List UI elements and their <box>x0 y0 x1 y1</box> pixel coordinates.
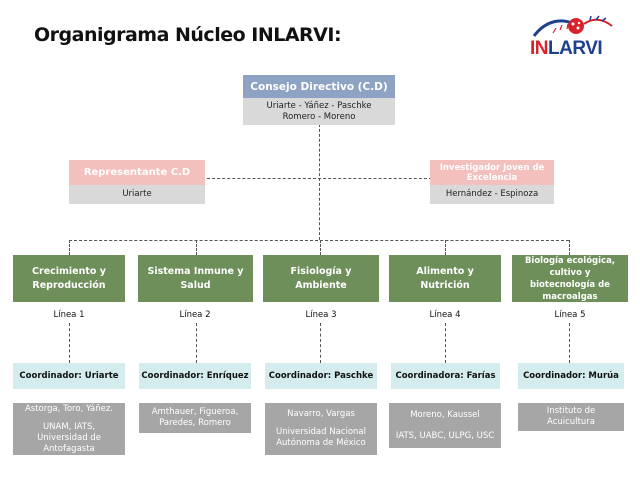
connector-line-5 <box>569 323 570 363</box>
line-2-members: Amthauer, Figueroa, Paredes, Romero <box>151 407 239 428</box>
consejo-directivo-members: Uriarte - Yáñez - Paschke Romero - Moren… <box>243 98 395 125</box>
line-5-coordinator: Coordinador: Murúa <box>518 363 624 389</box>
connector-col-3 <box>320 240 321 255</box>
consejo-directivo-header: Consejo Directivo (C.D) <box>243 75 395 98</box>
investigador-member: Hernández - Espinoza <box>430 185 554 204</box>
line-1-name: Crecimiento y Reproducción <box>13 255 125 302</box>
representante-header: Representante C.D <box>69 160 205 185</box>
connector-middle <box>202 178 432 179</box>
logo-text: INLARVI <box>530 38 603 59</box>
line-1-members: Astorga, Toro, Yáñez. <box>24 403 113 414</box>
line-4-members: Moreno, Kaussel <box>410 409 480 420</box>
line-2-team: Amthauer, Figueroa, Paredes, Romero <box>139 403 251 433</box>
larvae-logo-icon <box>532 15 613 37</box>
line-1-institutions: UNAM, IATS, Universidad de Antofagasta <box>37 421 101 454</box>
connector-col-2 <box>196 240 197 255</box>
consejo-members-row-1: Uriarte - Yáñez - Paschke <box>266 100 372 111</box>
line-3-name: Fisiología y Ambiente <box>263 255 379 302</box>
page-title: Organigrama Núcleo INLARVI: <box>34 24 342 46</box>
line-3-team: Navarro, Vargas Universidad Nacional Aut… <box>265 403 377 455</box>
connector-line-1 <box>69 323 70 363</box>
connector-line-3 <box>320 323 321 363</box>
line-2-coordinator: Coordinador: Enríquez <box>139 363 251 389</box>
line-3-coordinator: Coordinador: Paschke <box>265 363 377 389</box>
line-1-team: Astorga, Toro, Yáñez. UNAM, IATS, Univer… <box>13 403 125 455</box>
line-3-label: Línea 3 <box>305 310 337 320</box>
line-1-label: Línea 1 <box>53 310 85 320</box>
line-2-label: Línea 2 <box>179 310 211 320</box>
connector-line-2 <box>196 323 197 363</box>
inlarvi-logo: INLARVI <box>526 14 622 60</box>
connector-col-4 <box>445 240 446 255</box>
line-5-team: Instituto de Acuicultura <box>518 403 624 431</box>
line-3-members: Navarro, Vargas <box>287 409 355 419</box>
line-4-label: Línea 4 <box>429 310 461 320</box>
line-4-name: Alimento y Nutrición <box>389 255 501 302</box>
connector-trunk <box>319 124 320 240</box>
connector-col-5 <box>569 240 570 255</box>
connector-branch <box>69 240 569 241</box>
line-4-coordinator: Coordinadora: Farías <box>391 363 500 389</box>
line-1-coordinator: Coordinador: Uriarte <box>13 363 125 389</box>
line-4-institutions: IATS, UABC, ULPG, USC <box>395 430 495 441</box>
investigador-header: Investigador Joven de Excelencia <box>430 160 554 185</box>
connector-col-1 <box>69 240 70 255</box>
line-5-institutions: Instituto de Acuicultura <box>546 406 596 427</box>
line-5-label: Línea 5 <box>554 310 586 320</box>
line-4-team: Moreno, Kaussel IATS, UABC, ULPG, USC <box>389 403 501 448</box>
connector-line-4 <box>445 323 446 363</box>
line-2-name: Sistema Inmune y Salud <box>138 255 253 302</box>
representante-member: Uriarte <box>69 185 205 204</box>
consejo-members-row-2: Romero - Moreno <box>282 111 356 122</box>
line-5-name: Biología ecológica, cultivo y biotecnolo… <box>512 255 628 302</box>
line-3-institutions: Universidad Nacional Autónoma de México <box>276 427 366 448</box>
